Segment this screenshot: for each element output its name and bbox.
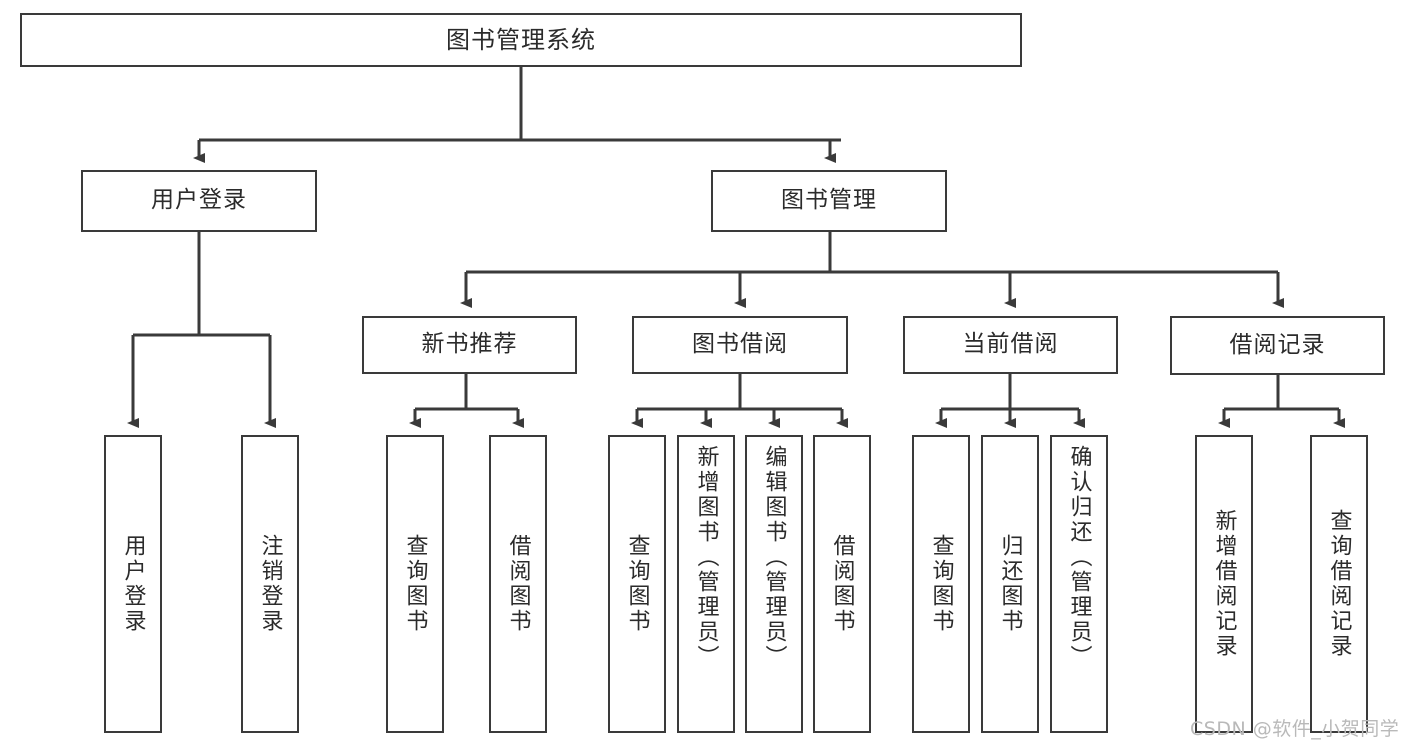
node-new-book-rec-label: 新书推荐 bbox=[421, 331, 518, 358]
leaf-borrow-book-2[interactable]: 借阅图书 bbox=[813, 435, 871, 733]
leaf-logout[interactable]: 注销登录 bbox=[241, 435, 299, 733]
csdn-watermark: CSDN @软件_小贺同学 bbox=[1190, 718, 1400, 740]
leaf-user-login-label: 用户登录 bbox=[120, 534, 146, 634]
node-book-manage[interactable]: 图书管理 bbox=[711, 170, 947, 232]
node-root[interactable]: 图书管理系统 bbox=[20, 13, 1022, 67]
leaf-confirm-return-label: 确认归还（管理员） bbox=[1066, 445, 1092, 670]
node-borrow-record-label: 借阅记录 bbox=[1229, 331, 1326, 358]
leaf-borrow-book-1-label: 借阅图书 bbox=[505, 534, 531, 634]
node-new-book-rec[interactable]: 新书推荐 bbox=[362, 316, 577, 374]
leaf-edit-book-label: 编辑图书（管理员） bbox=[761, 445, 787, 670]
leaf-user-login[interactable]: 用户登录 bbox=[104, 435, 162, 733]
node-book-manage-label: 图书管理 bbox=[781, 187, 877, 214]
leaf-return-book-label: 归还图书 bbox=[997, 534, 1023, 634]
node-book-borrow[interactable]: 图书借阅 bbox=[632, 316, 848, 374]
node-current-borrow[interactable]: 当前借阅 bbox=[903, 316, 1118, 374]
leaf-add-record[interactable]: 新增借阅记录 bbox=[1195, 435, 1253, 733]
leaf-add-record-label: 新增借阅记录 bbox=[1211, 509, 1237, 659]
leaf-query-book-2[interactable]: 查询图书 bbox=[608, 435, 666, 733]
leaf-query-record-label: 查询借阅记录 bbox=[1326, 509, 1352, 659]
leaf-confirm-return[interactable]: 确认归还（管理员） bbox=[1050, 435, 1108, 733]
leaf-query-record[interactable]: 查询借阅记录 bbox=[1310, 435, 1368, 733]
node-root-label: 图书管理系统 bbox=[446, 25, 596, 54]
leaf-logout-label: 注销登录 bbox=[257, 534, 283, 634]
node-user-login-label: 用户登录 bbox=[151, 187, 247, 214]
node-user-login[interactable]: 用户登录 bbox=[81, 170, 317, 232]
leaf-query-book-3[interactable]: 查询图书 bbox=[912, 435, 970, 733]
leaf-add-book-label: 新增图书（管理员） bbox=[693, 445, 719, 670]
leaf-query-book-1[interactable]: 查询图书 bbox=[386, 435, 444, 733]
node-current-borrow-label: 当前借阅 bbox=[962, 331, 1059, 358]
leaf-query-book-3-label: 查询图书 bbox=[928, 534, 954, 634]
leaf-borrow-book-2-label: 借阅图书 bbox=[829, 534, 855, 634]
leaf-query-book-1-label: 查询图书 bbox=[402, 534, 428, 634]
leaf-borrow-book-1[interactable]: 借阅图书 bbox=[489, 435, 547, 733]
leaf-add-book[interactable]: 新增图书（管理员） bbox=[677, 435, 735, 733]
node-borrow-record[interactable]: 借阅记录 bbox=[1170, 316, 1385, 375]
leaf-query-book-2-label: 查询图书 bbox=[624, 534, 650, 634]
leaf-return-book[interactable]: 归还图书 bbox=[981, 435, 1039, 733]
leaf-edit-book[interactable]: 编辑图书（管理员） bbox=[745, 435, 803, 733]
node-book-borrow-label: 图书借阅 bbox=[692, 331, 788, 358]
